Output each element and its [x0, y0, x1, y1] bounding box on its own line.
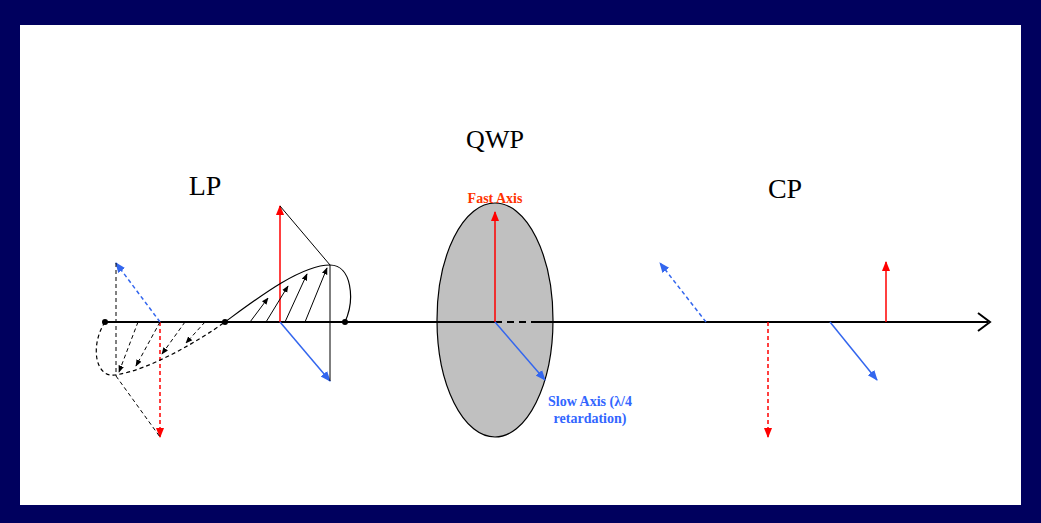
- slow-axis-arrow: [495, 322, 545, 380]
- input-label: LP: [189, 169, 222, 203]
- slow-axis-label: Slow Axis (λ/4 retardation): [526, 394, 654, 428]
- plate-ellipse: [437, 203, 553, 437]
- output-label: CP: [768, 172, 802, 206]
- fast-axis-label: Fast Axis: [468, 191, 523, 208]
- linear-wave: [225, 206, 350, 381]
- linear-wave-dashed: [96, 263, 225, 437]
- plate-label: QWP: [466, 124, 524, 155]
- fast-axis-arrow: [494, 212, 496, 322]
- axis-dots: [102, 319, 348, 325]
- circular-components: [660, 262, 886, 437]
- propagation-axis: [105, 313, 990, 331]
